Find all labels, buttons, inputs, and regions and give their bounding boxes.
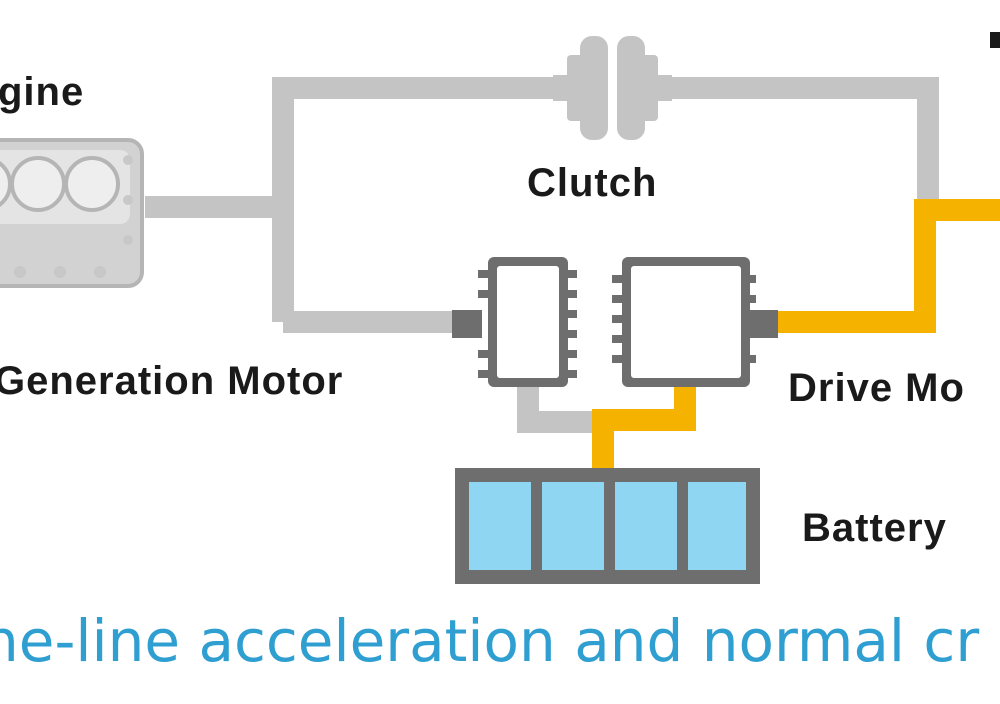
battery-pack <box>455 468 760 584</box>
engine-block <box>0 138 144 288</box>
mechanical-shafts <box>145 77 939 433</box>
mode-caption: ne-line acceleration and normal cr <box>0 607 980 675</box>
engine-cylinder <box>0 161 12 207</box>
drive-motor <box>612 257 778 387</box>
drive-motor-to-wheel-flow <box>775 199 1000 333</box>
engine-cylinder <box>10 156 66 212</box>
battery-to-drive-motor-flow <box>592 385 696 470</box>
battery-label: Battery <box>802 506 947 550</box>
wheel-mark-partial <box>990 32 1000 48</box>
clutch-label: Clutch <box>527 161 658 205</box>
generation-motor <box>452 257 577 387</box>
engine-label: gine <box>0 70 85 114</box>
clutch-to-output-shaft <box>665 77 939 200</box>
engine-cylinder <box>64 156 120 212</box>
battery-cell <box>688 482 746 570</box>
clutch-device <box>553 36 672 140</box>
drive-motor-label: Drive Mo <box>788 366 965 410</box>
energy-flow-path <box>592 199 1000 470</box>
generation-motor-to-battery-link <box>517 385 603 433</box>
battery-cell <box>469 482 531 570</box>
battery-cell <box>615 482 677 570</box>
battery-cell <box>542 482 604 570</box>
generation-motor-label: Generation Motor <box>0 359 344 403</box>
upper-shaft-to-clutch <box>272 77 560 322</box>
